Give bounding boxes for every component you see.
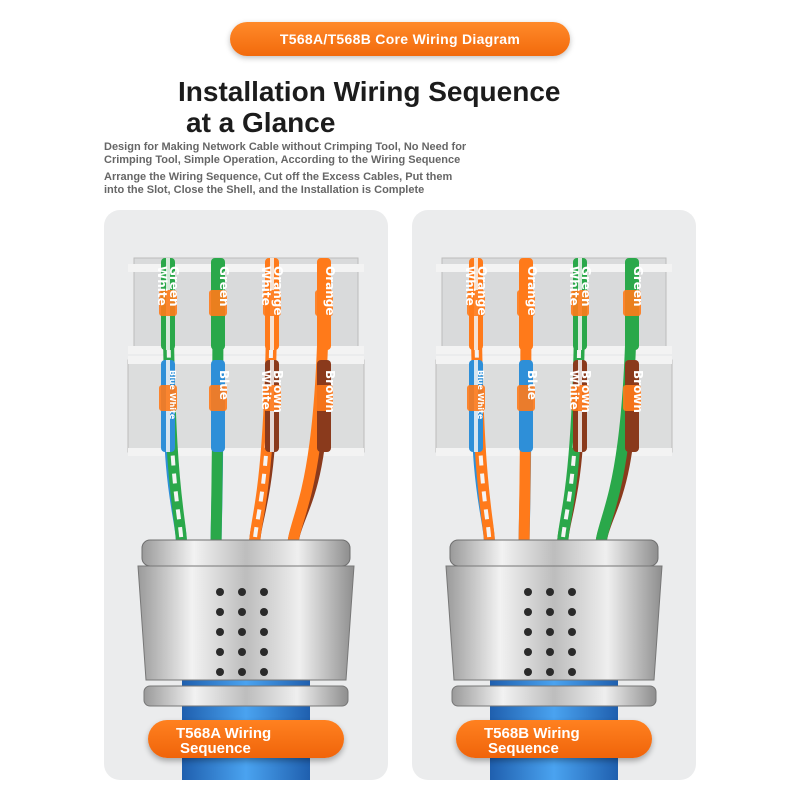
- grip-dot: [568, 608, 576, 616]
- banner-title: T568A/T568B Core Wiring Diagram: [279, 31, 521, 47]
- grip-dot: [524, 628, 532, 636]
- desc-1-line-2: Crimping Tool, Simple Operation, Accordi…: [104, 154, 461, 166]
- grip-dot: [260, 668, 268, 676]
- grip-dot: [216, 668, 224, 676]
- contact-tab: [263, 385, 281, 411]
- grip-dot: [260, 628, 268, 636]
- t568a-label-line-1: T568A Wiring: [176, 725, 272, 742]
- grip-dot: [238, 588, 246, 596]
- bottom-wire-label-2: BrownWhite: [259, 370, 285, 413]
- contact-tab: [517, 385, 535, 411]
- grip-dot: [238, 668, 246, 676]
- slot-divider: [436, 264, 672, 272]
- desc-2-line-1: Arrange the Wiring Sequence, Cut off the…: [104, 171, 453, 183]
- t568a-label-badge: T568A Wiring Sequence: [148, 720, 344, 758]
- grip-dot: [568, 588, 576, 596]
- slot-divider: [128, 356, 364, 364]
- page-title: Installation Wiring Sequence at a Glance: [178, 76, 560, 138]
- contact-tab: [159, 385, 177, 411]
- contact-tab: [467, 385, 485, 411]
- grip-dot: [568, 648, 576, 656]
- desc-1-line-1: Design for Making Network Cable without …: [104, 141, 467, 153]
- contact-tab: [571, 290, 589, 316]
- shell-bottom-ring: [143, 685, 349, 707]
- title-line-2: at a Glance: [186, 107, 336, 138]
- contact-tab: [315, 290, 333, 316]
- top-wire-label-2: GreenWhite: [567, 266, 593, 307]
- contact-tab: [263, 290, 281, 316]
- grip-dot: [524, 608, 532, 616]
- grip-dot: [216, 628, 224, 636]
- title-line-1: Installation Wiring Sequence: [178, 76, 561, 107]
- contact-tab: [623, 290, 641, 316]
- desc-2-line-2: into the Slot, Close the Shell, and the …: [104, 184, 425, 196]
- grip-dot: [238, 648, 246, 656]
- top-wire-label-2: OrangeWhite: [259, 266, 285, 316]
- grip-dot: [568, 668, 576, 676]
- grip-dot: [238, 628, 246, 636]
- grip-dot: [260, 648, 268, 656]
- grip-dot: [546, 608, 554, 616]
- slot-divider: [128, 346, 364, 354]
- bottom-wire-label-0: Blue White: [476, 370, 485, 420]
- contact-tab: [159, 290, 177, 316]
- grip-dot: [546, 668, 554, 676]
- contact-tab: [623, 385, 641, 411]
- t568b-label-line-2: Sequence: [488, 740, 559, 757]
- description-paragraph-1: Design for Making Network Cable without …: [104, 141, 574, 167]
- bottom-wire-label-1: Blue: [217, 370, 231, 400]
- grip-dot: [546, 588, 554, 596]
- grip-dot: [568, 628, 576, 636]
- bottom-wire-label-3: Brown: [323, 370, 337, 413]
- grip-dot: [524, 668, 532, 676]
- shell-body: [445, 565, 663, 681]
- grip-dot: [216, 648, 224, 656]
- diagram-banner: T568A/T568B Core Wiring Diagram: [230, 22, 570, 56]
- bottom-wire-label-2: BrownWhite: [567, 370, 593, 413]
- t568a-label-line-2: Sequence: [180, 740, 251, 757]
- grip-dot: [216, 608, 224, 616]
- grip-dot: [546, 628, 554, 636]
- top-wire-label-0: OrangeWhite: [463, 266, 489, 316]
- grip-dot: [238, 608, 246, 616]
- shell-top-ring: [449, 539, 659, 567]
- shell-top-ring: [141, 539, 351, 567]
- bottom-wire-label-0: Blue White: [168, 370, 177, 420]
- top-wire-label-3: Green: [631, 266, 645, 307]
- contact-tab: [315, 385, 333, 411]
- t568b-label-badge: T568B Wiring Sequence: [456, 720, 652, 758]
- description-paragraph-2: Arrange the Wiring Sequence, Cut off the…: [104, 171, 574, 197]
- grip-dot: [260, 608, 268, 616]
- t568b-label-line-1: T568B Wiring: [484, 725, 580, 742]
- top-wire-label-0: GreenWhite: [155, 266, 181, 307]
- contact-tab: [467, 290, 485, 316]
- bottom-wire-label-3: Brown: [631, 370, 645, 413]
- top-wire-label-3: Orange: [323, 266, 337, 316]
- grip-dot: [260, 588, 268, 596]
- contact-tab: [571, 385, 589, 411]
- bottom-wire-label-1: Blue: [525, 370, 539, 400]
- grip-dot: [524, 648, 532, 656]
- grip-dot: [546, 648, 554, 656]
- contact-tab: [209, 385, 227, 411]
- slot-divider: [436, 346, 672, 354]
- slot-divider: [128, 448, 364, 456]
- top-wire-label-1: Orange: [525, 266, 539, 316]
- shell-body: [137, 565, 355, 681]
- slot-divider: [436, 356, 672, 364]
- grip-dot: [524, 588, 532, 596]
- slot-divider: [436, 448, 672, 456]
- slot-divider: [128, 264, 364, 272]
- grip-dot: [216, 588, 224, 596]
- contact-tab: [517, 290, 535, 316]
- contact-tab: [209, 290, 227, 316]
- top-wire-label-1: Green: [217, 266, 231, 307]
- shell-bottom-ring: [451, 685, 657, 707]
